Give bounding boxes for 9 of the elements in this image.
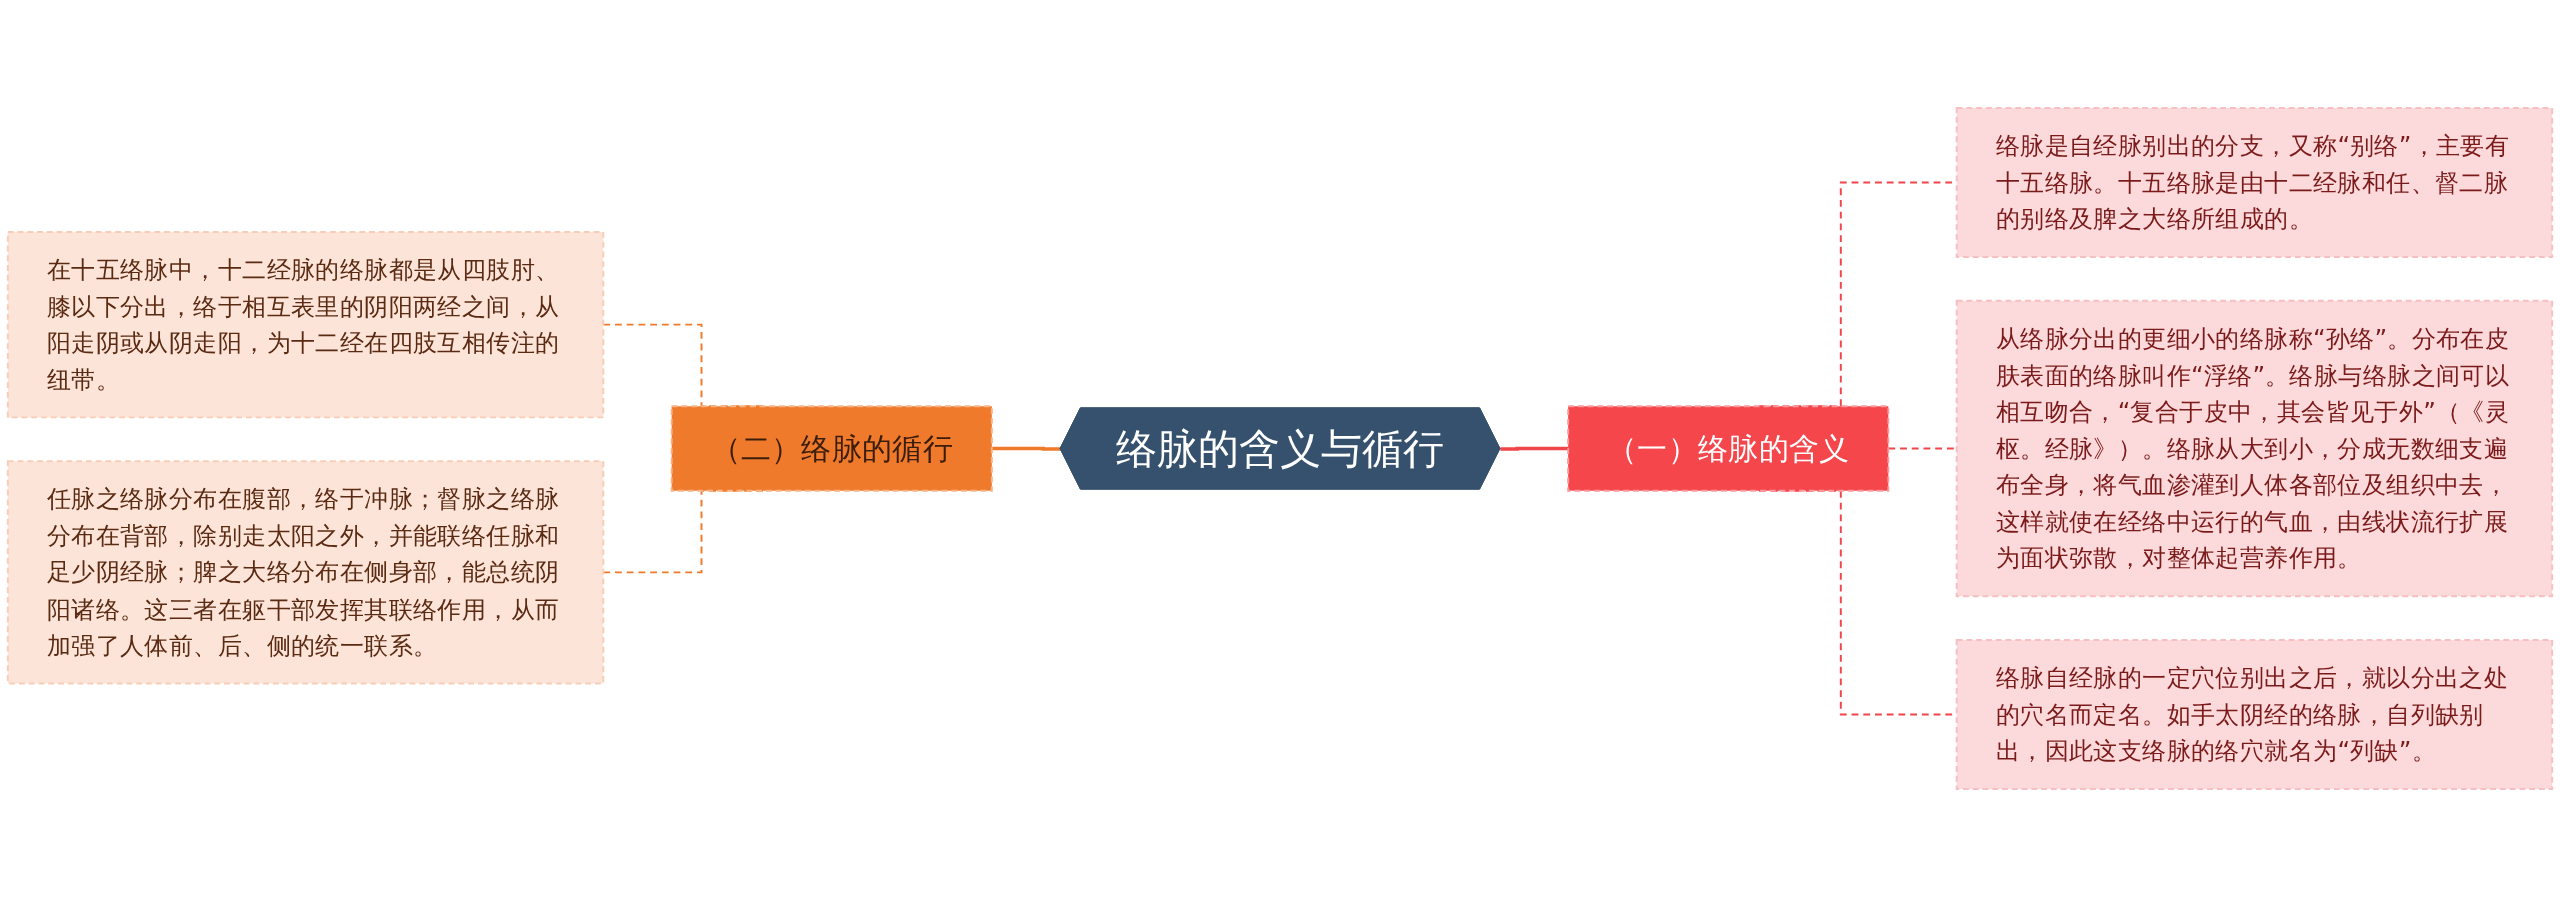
node-box: 络脉自经脉的一定穴位别出之后，就以分出之处的穴名而定名。如手太阴经的络脉，自列缺别出，因此这支络脉的络穴就名为“列缺”。 (1955, 639, 2554, 790)
node-box: （一）络脉的含义 (1567, 405, 1890, 492)
connector (991, 446, 1061, 451)
connector (1500, 446, 1569, 451)
node-box: 任脉之络脉分布在腹部，络于冲脉；督脉之络脉分布在背部，除别走太阳之外，并能联络任脉和足少阴经脉；脾之大络分布在侧身部，能总统阴阳诸络。这三者在躯干部发挥其联络作用，从而加强了人体前、后、侧的统一联系。 (6, 460, 605, 685)
node-box: 络脉是自经脉别出的分支，又称“别络”，主要有十五络脉。十五络脉是由十二经脉和任、督二脉的别络及脾之大络所组成的。 (1955, 107, 2554, 258)
node-box: 从络脉分出的更细小的络脉称“孙络”。分布在皮肤表面的络脉叫作“浮络”。络脉与络脉之间可以相互吻合，“复合于皮中，其会皆见于外”（《灵枢。经脉》）。络脉从大到小，分成无数细支遍布全身，将气血渗灌到人体各部位及组织中去，这样就使在经络中运行的气血，由线状流行扩展为面状弥散，对整体起营养作用。 (1955, 299, 2554, 598)
node-box: 在十五络脉中，十二经脉的络脉都是从四肢肘、膝以下分出，络于相互表里的阴阳两经之间，从阳走阴或从阴走阳，为十二经在四肢互相传注的纽带。 (6, 230, 605, 419)
node-box: （二）络脉的循行 (670, 405, 993, 492)
